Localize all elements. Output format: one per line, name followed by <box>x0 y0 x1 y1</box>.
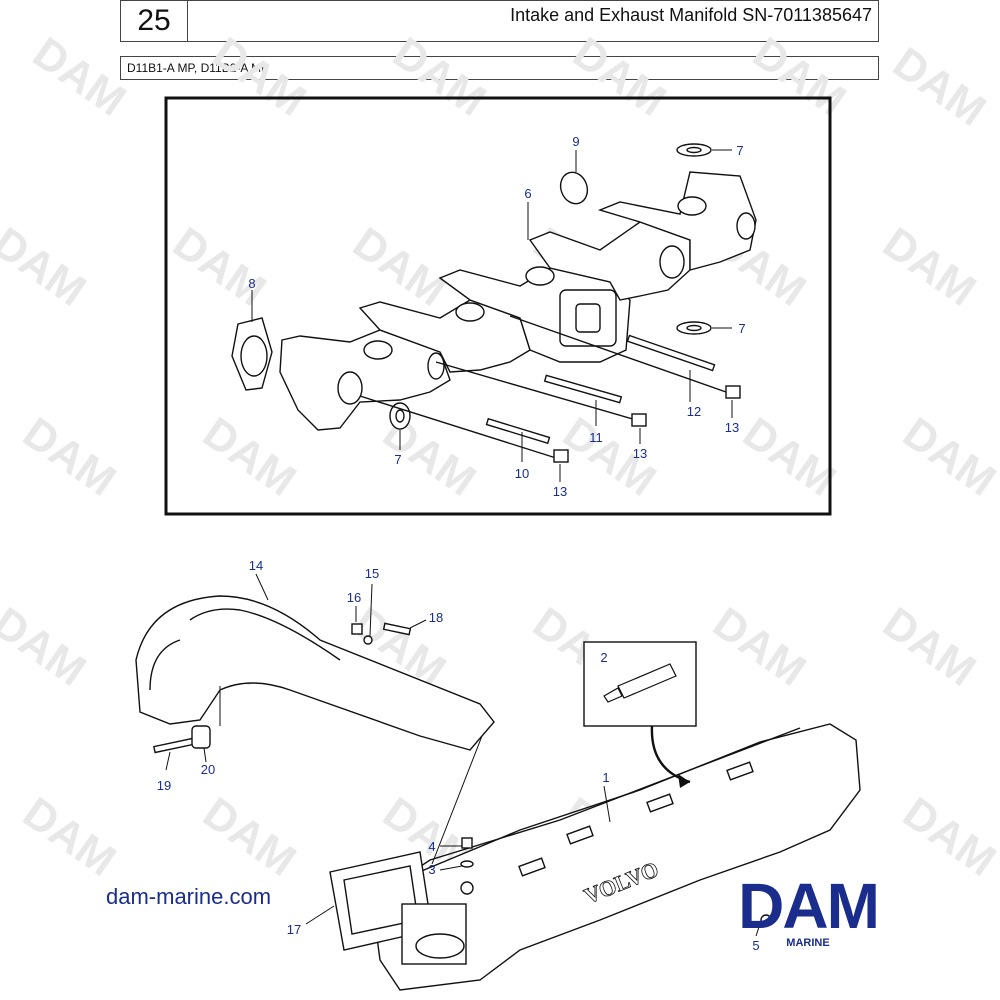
callout-16: 16 <box>347 590 361 605</box>
sensor-5 <box>760 914 772 926</box>
callout-13: 13 <box>725 420 739 435</box>
exhaust-manifold-assembly <box>231 143 757 431</box>
callout-7: 7 <box>394 452 401 467</box>
logo-text: DAM <box>738 870 878 942</box>
port-opening <box>736 212 756 240</box>
title-box: Intake and Exhaust Manifold SN-701138564… <box>187 0 879 42</box>
port-opening <box>659 245 685 279</box>
intake-pipe-contour <box>189 608 341 661</box>
intake-flange-opening <box>415 933 465 959</box>
callout-13: 13 <box>633 446 647 461</box>
dam-marine-logo-icon: DAM MARINE <box>738 870 880 949</box>
callout-10: 10 <box>515 466 529 481</box>
stud-10 <box>359 395 557 459</box>
intake-manifold-assembly: VOLVO <box>329 723 861 991</box>
gasket-8-opening <box>240 335 268 377</box>
callout-18: 18 <box>429 610 443 625</box>
models-box: D11B1-A MP, D11B2-A MP <box>120 56 879 80</box>
manifold-section-front <box>279 329 451 431</box>
stud-11 <box>435 361 637 421</box>
callout-2: 2 <box>600 650 607 665</box>
washer-15 <box>363 635 373 645</box>
port-opening <box>455 302 485 322</box>
runner-boss <box>646 793 674 813</box>
plug-hole <box>460 881 474 895</box>
inset-arrow-head <box>678 774 690 788</box>
callout-6: 6 <box>524 186 531 201</box>
callout-8: 8 <box>248 276 255 291</box>
gasket-7-bottom-hole <box>686 324 702 332</box>
port-opening <box>677 196 707 216</box>
manifold-section-middle <box>358 299 531 373</box>
gasket-7-top-hole <box>686 146 702 154</box>
intake-manifold-1 <box>371 723 861 991</box>
callout-13: 13 <box>553 484 567 499</box>
callout-3: 3 <box>428 862 435 877</box>
nut-13-c <box>725 385 741 399</box>
washer-3 <box>460 860 474 868</box>
runner-boss <box>726 761 754 781</box>
callout-17: 17 <box>287 922 301 937</box>
callout-20: 20 <box>201 762 215 777</box>
plug-16 <box>351 623 363 635</box>
callout-labels: 8 9 6 7 7 7 10 11 12 13 13 13 14 15 16 1… <box>157 134 760 953</box>
runner-boss <box>518 857 546 877</box>
stud-11-thread <box>543 374 623 404</box>
page-number: 25 <box>120 0 188 42</box>
runner-boss <box>566 825 594 845</box>
sealant-tube-icon <box>603 663 677 703</box>
callout-7: 7 <box>738 321 745 336</box>
gasket-7-front-hole <box>395 409 405 423</box>
nut-13-b <box>631 413 647 427</box>
bolt-18 <box>382 622 412 636</box>
callout-19: 19 <box>157 778 171 793</box>
port-opening <box>525 266 555 286</box>
nut-13-a <box>553 449 569 463</box>
upper-leader-lines <box>251 149 733 482</box>
callout-9: 9 <box>572 134 579 149</box>
callout-1: 1 <box>602 770 609 785</box>
callout-5: 5 <box>752 938 759 953</box>
callout-12: 12 <box>687 404 701 419</box>
engine-models: D11B1-A MP, D11B2-A MP <box>127 61 270 75</box>
callout-14: 14 <box>249 558 263 573</box>
logo-subtext: MARINE <box>786 937 829 949</box>
intake-pipe-14 <box>135 595 495 751</box>
port-opening <box>337 371 363 405</box>
callout-4: 4 <box>428 839 435 854</box>
o-ring-9 <box>559 171 589 205</box>
callout-7: 7 <box>736 143 743 158</box>
callout-15: 15 <box>365 566 379 581</box>
stud-12-thread <box>626 334 716 372</box>
lower-leader-lines <box>165 573 761 937</box>
manifold-section-rear <box>528 221 691 301</box>
bolts <box>359 315 741 463</box>
website-url: dam-marine.com <box>106 884 272 909</box>
callout-11: 11 <box>589 430 603 445</box>
plug-4 <box>461 837 473 849</box>
port-opening <box>427 352 445 380</box>
spacer-20 <box>191 725 211 749</box>
turbo-flange-opening <box>575 303 601 333</box>
intake-pipe-assembly <box>135 595 495 754</box>
page-title: Intake and Exhaust Manifold SN-701138564… <box>510 5 872 25</box>
exhaust-manifold-frame <box>164 96 832 516</box>
intake-pipe-contour <box>149 639 181 691</box>
stud-10-thread <box>485 417 551 445</box>
port-opening <box>363 340 393 360</box>
